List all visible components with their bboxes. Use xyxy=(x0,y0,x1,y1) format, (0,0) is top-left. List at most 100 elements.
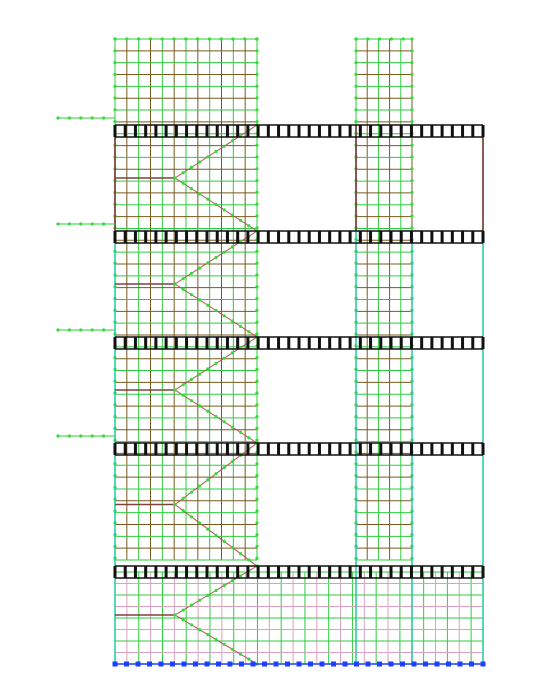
brace-node xyxy=(247,224,251,228)
node-icon xyxy=(255,379,259,383)
brace-node xyxy=(181,171,185,175)
node-icon xyxy=(207,37,211,41)
support-icon xyxy=(400,661,405,667)
support-icon xyxy=(319,661,325,667)
load-node xyxy=(67,222,71,226)
brace-node xyxy=(222,642,226,647)
brace-node xyxy=(181,181,185,185)
support-icon xyxy=(296,661,302,667)
brace-node xyxy=(198,598,202,602)
node-icon xyxy=(255,167,259,171)
brace-node xyxy=(206,303,210,307)
node-icon xyxy=(410,49,414,53)
node-icon xyxy=(255,462,259,466)
brace-node xyxy=(222,466,226,470)
brace-node xyxy=(230,213,234,217)
node-icon xyxy=(255,356,259,360)
node-icon xyxy=(255,320,259,324)
node-icon xyxy=(196,37,200,41)
node-icon xyxy=(410,96,414,100)
brace-node xyxy=(230,319,234,323)
node-icon xyxy=(354,37,358,41)
support-icon xyxy=(170,661,175,667)
load-node xyxy=(56,434,60,438)
brace-node xyxy=(247,558,251,562)
load-node xyxy=(102,328,106,332)
support-icon xyxy=(135,661,141,667)
brace-node xyxy=(222,250,226,254)
load-node xyxy=(90,434,94,438)
node-icon xyxy=(255,367,259,371)
node-icon xyxy=(125,37,129,41)
brace-node xyxy=(214,637,218,642)
brace-node xyxy=(230,545,234,550)
node-icon xyxy=(255,332,259,336)
brace-node xyxy=(206,527,210,531)
brace-node xyxy=(173,176,177,180)
brace-node xyxy=(181,287,185,291)
load-node xyxy=(79,116,83,120)
load-node xyxy=(90,116,94,120)
node-icon xyxy=(255,391,259,395)
node-icon xyxy=(354,61,358,65)
load-node xyxy=(67,328,71,332)
load-node xyxy=(102,434,106,438)
node-icon xyxy=(410,226,414,230)
node-icon xyxy=(366,37,370,41)
brace-node xyxy=(214,149,218,154)
node-icon xyxy=(255,108,259,112)
node-icon xyxy=(389,37,393,41)
node-icon xyxy=(378,37,382,41)
node-icon xyxy=(255,474,259,478)
node-icon xyxy=(255,190,259,194)
brace-node xyxy=(181,509,185,513)
support-icon xyxy=(285,661,290,667)
node-icon xyxy=(401,37,405,41)
node-icon xyxy=(255,497,259,501)
node-icon xyxy=(255,509,259,513)
node-icon xyxy=(113,37,117,41)
load-node xyxy=(56,222,60,226)
node-icon xyxy=(255,521,259,525)
support-icon xyxy=(147,661,152,667)
load-node xyxy=(90,222,94,226)
node-icon xyxy=(255,544,259,549)
node-icon xyxy=(255,155,259,159)
node-icon xyxy=(410,155,414,159)
support-icon xyxy=(434,661,440,667)
load-node xyxy=(56,116,60,120)
node-icon xyxy=(354,96,358,100)
support-icon xyxy=(181,661,187,667)
brace-node xyxy=(239,652,243,656)
node-icon xyxy=(410,143,414,147)
brace-node xyxy=(173,502,177,507)
brace-node xyxy=(189,187,193,191)
brace-node xyxy=(198,266,202,270)
node-icon xyxy=(410,72,414,76)
brace-node xyxy=(206,478,210,482)
brace-node xyxy=(206,409,210,413)
node-icon xyxy=(113,120,117,124)
node-icon xyxy=(410,61,414,65)
brace-node xyxy=(198,192,202,196)
brace-node xyxy=(181,496,185,500)
node-icon xyxy=(410,84,414,88)
node-icon xyxy=(255,120,259,124)
load-node xyxy=(90,328,94,332)
node-icon xyxy=(231,37,235,41)
node-icon xyxy=(255,403,259,407)
node-icon xyxy=(219,37,223,41)
brace-node xyxy=(239,552,243,556)
node-icon xyxy=(148,37,152,41)
node-icon xyxy=(255,96,259,100)
brace-node xyxy=(198,298,202,302)
brace-node xyxy=(189,399,193,403)
node-icon xyxy=(255,297,259,301)
load-node xyxy=(67,116,71,120)
support-icon xyxy=(239,661,244,667)
node-icon xyxy=(255,273,259,277)
brace-node xyxy=(198,404,202,408)
support-icon xyxy=(204,661,210,667)
brace-node xyxy=(198,484,202,488)
